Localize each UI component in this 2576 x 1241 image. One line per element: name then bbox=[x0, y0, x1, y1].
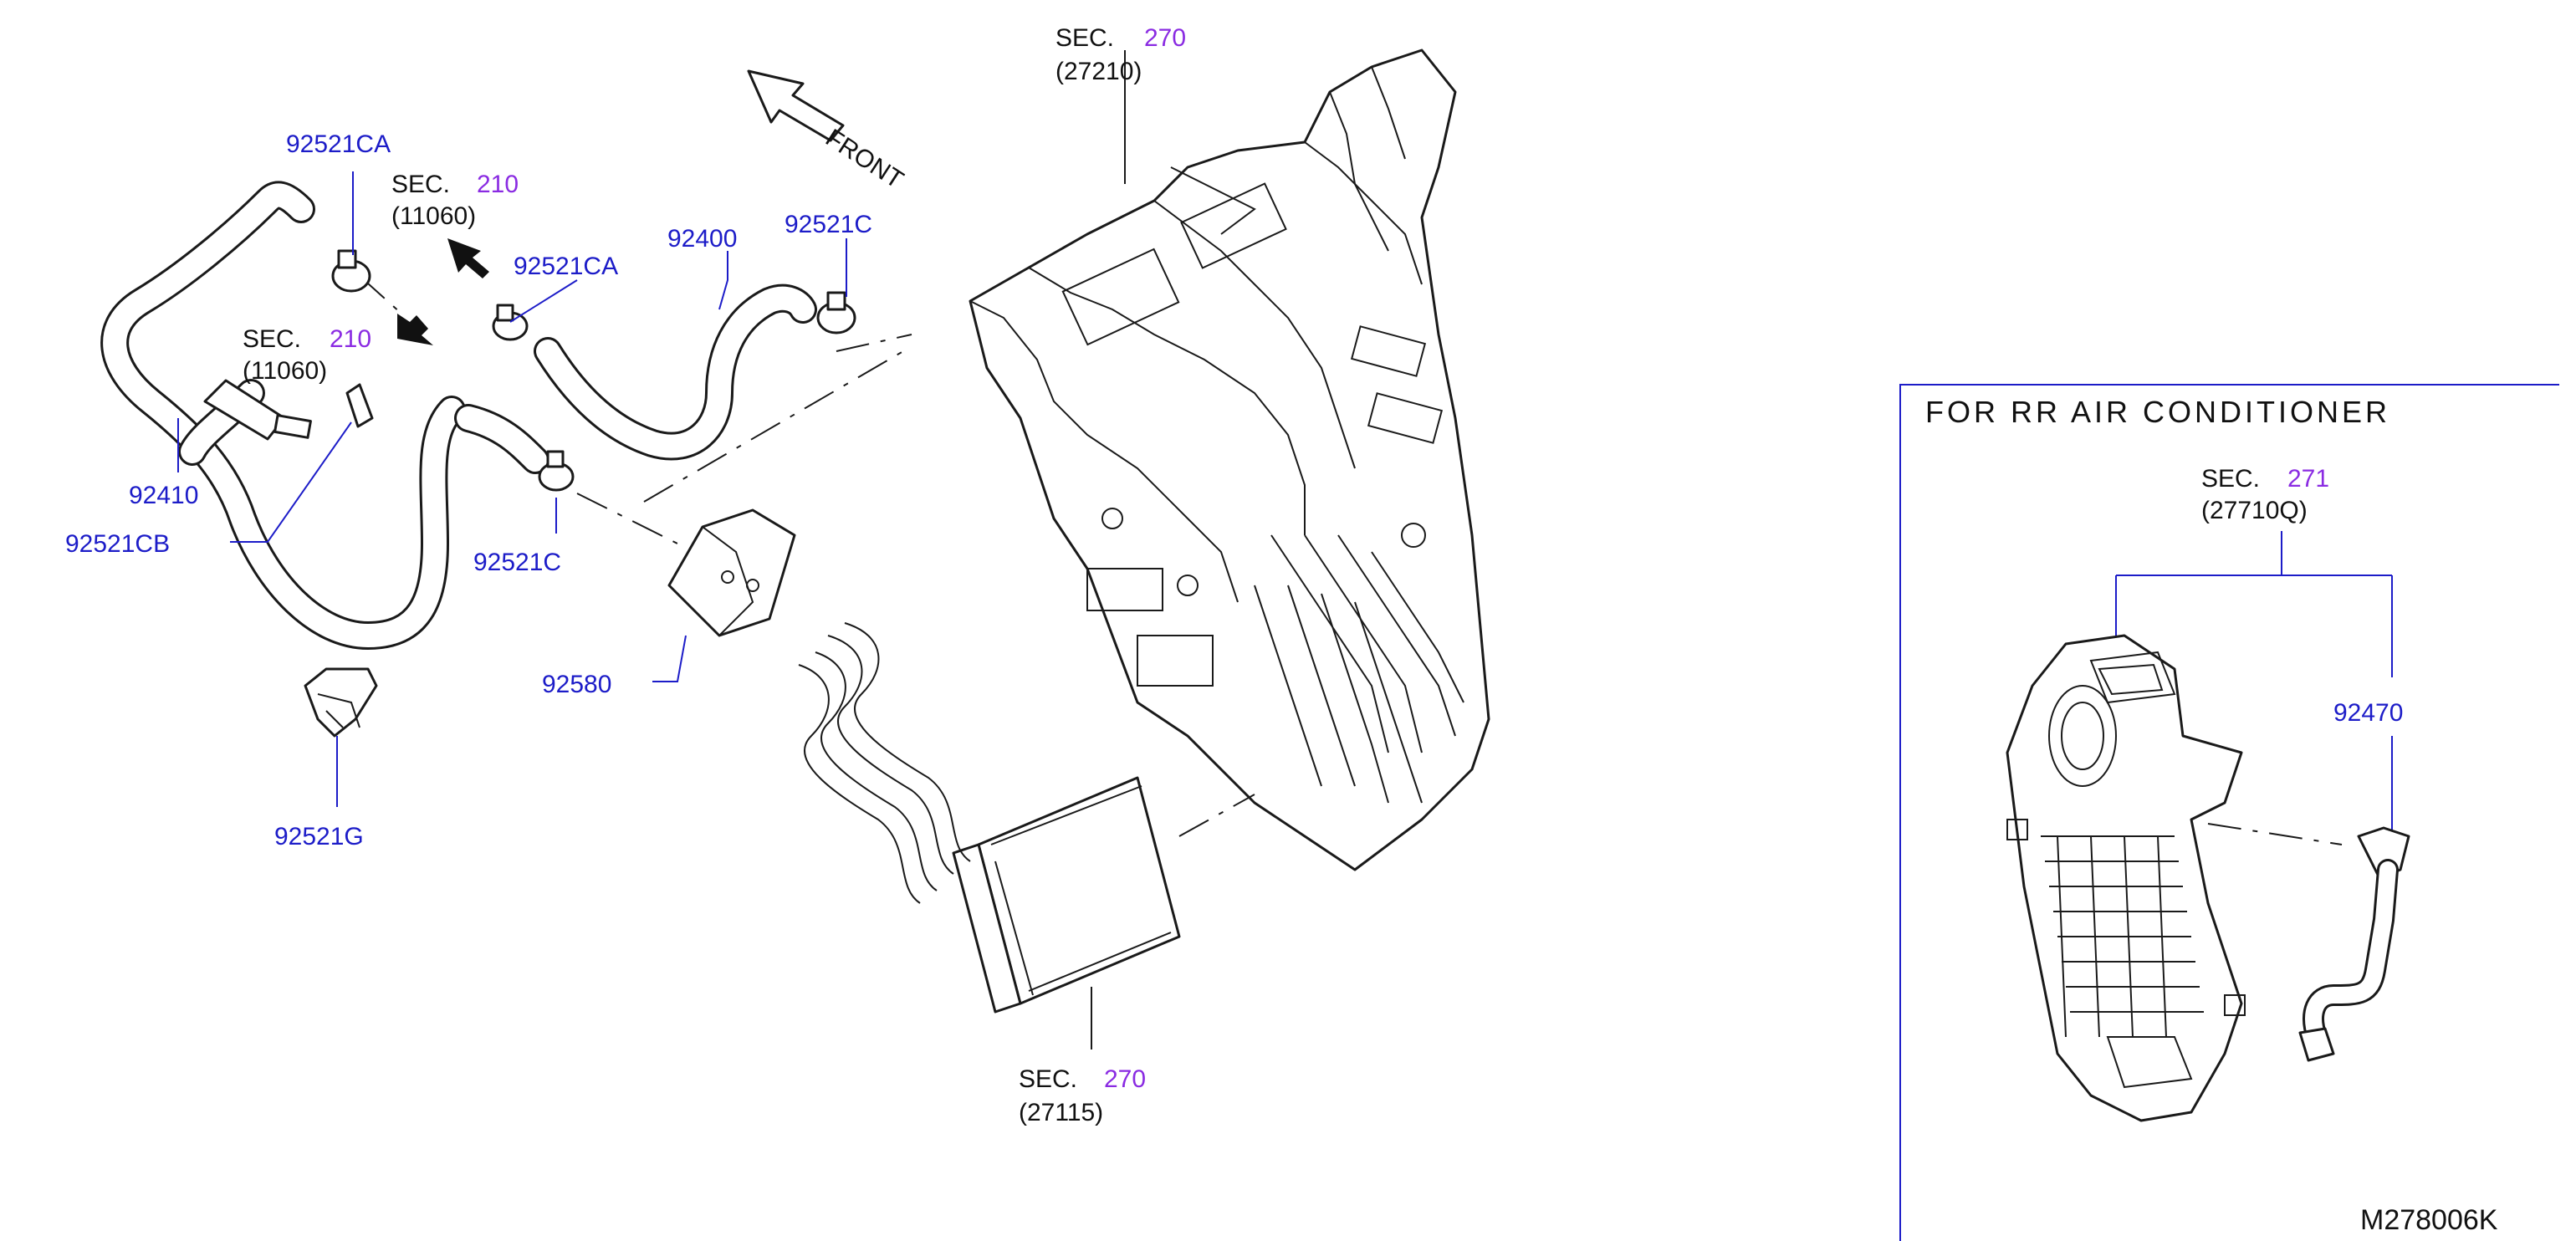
bracket-92521G bbox=[304, 667, 378, 738]
hose-92400 bbox=[534, 283, 817, 461]
part-92521C-mid: 92521C bbox=[473, 549, 561, 576]
flow-arrow-down-icon bbox=[397, 314, 433, 345]
part-92410: 92410 bbox=[129, 482, 198, 509]
flow-arrow-up-icon bbox=[447, 238, 489, 278]
sec-top-ref: (27210) bbox=[1055, 58, 1142, 85]
sec-left-ref: (11060) bbox=[243, 357, 327, 385]
hose-lower-mid bbox=[454, 404, 549, 474]
sec-rr-ref: (27710Q) bbox=[2201, 497, 2308, 524]
heater-unit-housing bbox=[969, 49, 1490, 871]
hose-92410 bbox=[100, 181, 466, 650]
part-92521CB: 92521CB bbox=[65, 530, 170, 558]
part-92521G: 92521G bbox=[274, 823, 364, 850]
part-92521C-top: 92521C bbox=[785, 211, 872, 238]
centerline-upper bbox=[643, 350, 904, 503]
clamp-92521CA-mid bbox=[492, 304, 529, 341]
part-92521CA-mid: 92521CA bbox=[514, 253, 618, 280]
sec-bottom-word: SEC. bbox=[1019, 1065, 1077, 1093]
water-valve-92580 bbox=[667, 508, 796, 637]
inset-title: FOR RR AIR CONDITIONER bbox=[1925, 395, 2390, 429]
centerline-valve bbox=[576, 493, 678, 544]
sec-left-number: 210 bbox=[330, 325, 371, 353]
sec-top-word: SEC. bbox=[1055, 24, 1114, 52]
rr-air-conditioner-inset: FOR RR AIR CONDITIONER SEC. 271 (27710Q)… bbox=[1899, 384, 2559, 1241]
clamp-92521CB bbox=[345, 383, 374, 428]
clamp-92521CA-top bbox=[331, 249, 371, 293]
sec-left-word: SEC. bbox=[243, 325, 301, 353]
sec-bottom-number: 270 bbox=[1104, 1065, 1146, 1093]
part-92400: 92400 bbox=[667, 225, 737, 253]
centerline-core bbox=[1178, 794, 1255, 837]
front-label: FRONT bbox=[820, 124, 908, 194]
sec-upper-left-ref: (11060) bbox=[391, 202, 476, 230]
heater-core bbox=[798, 622, 1181, 1014]
sec-bottom-ref: (27115) bbox=[1019, 1099, 1103, 1126]
part-92521CA-top: 92521CA bbox=[286, 130, 391, 158]
clamp-92521C-mid bbox=[538, 450, 575, 492]
clamp-92521C-top bbox=[816, 291, 856, 335]
centerline-hose bbox=[836, 334, 912, 352]
part-92470: 92470 bbox=[2333, 699, 2403, 727]
hose-upper-left bbox=[178, 379, 312, 466]
rear-blower-housing bbox=[2006, 634, 2246, 1122]
sec-upper-left-number: 210 bbox=[477, 171, 519, 198]
diagram-code: M278006K bbox=[2360, 1204, 2498, 1236]
front-arrow-icon bbox=[747, 69, 845, 142]
inset-centerline bbox=[2207, 823, 2343, 845]
part-92580: 92580 bbox=[542, 671, 611, 698]
sec-upper-left-word: SEC. bbox=[391, 171, 450, 198]
rear-pipe-92470 bbox=[2298, 826, 2410, 1062]
sec-rr-word: SEC. bbox=[2201, 465, 2260, 493]
sec-top-number: 270 bbox=[1144, 24, 1186, 52]
sec-rr-number: 271 bbox=[2287, 465, 2329, 493]
